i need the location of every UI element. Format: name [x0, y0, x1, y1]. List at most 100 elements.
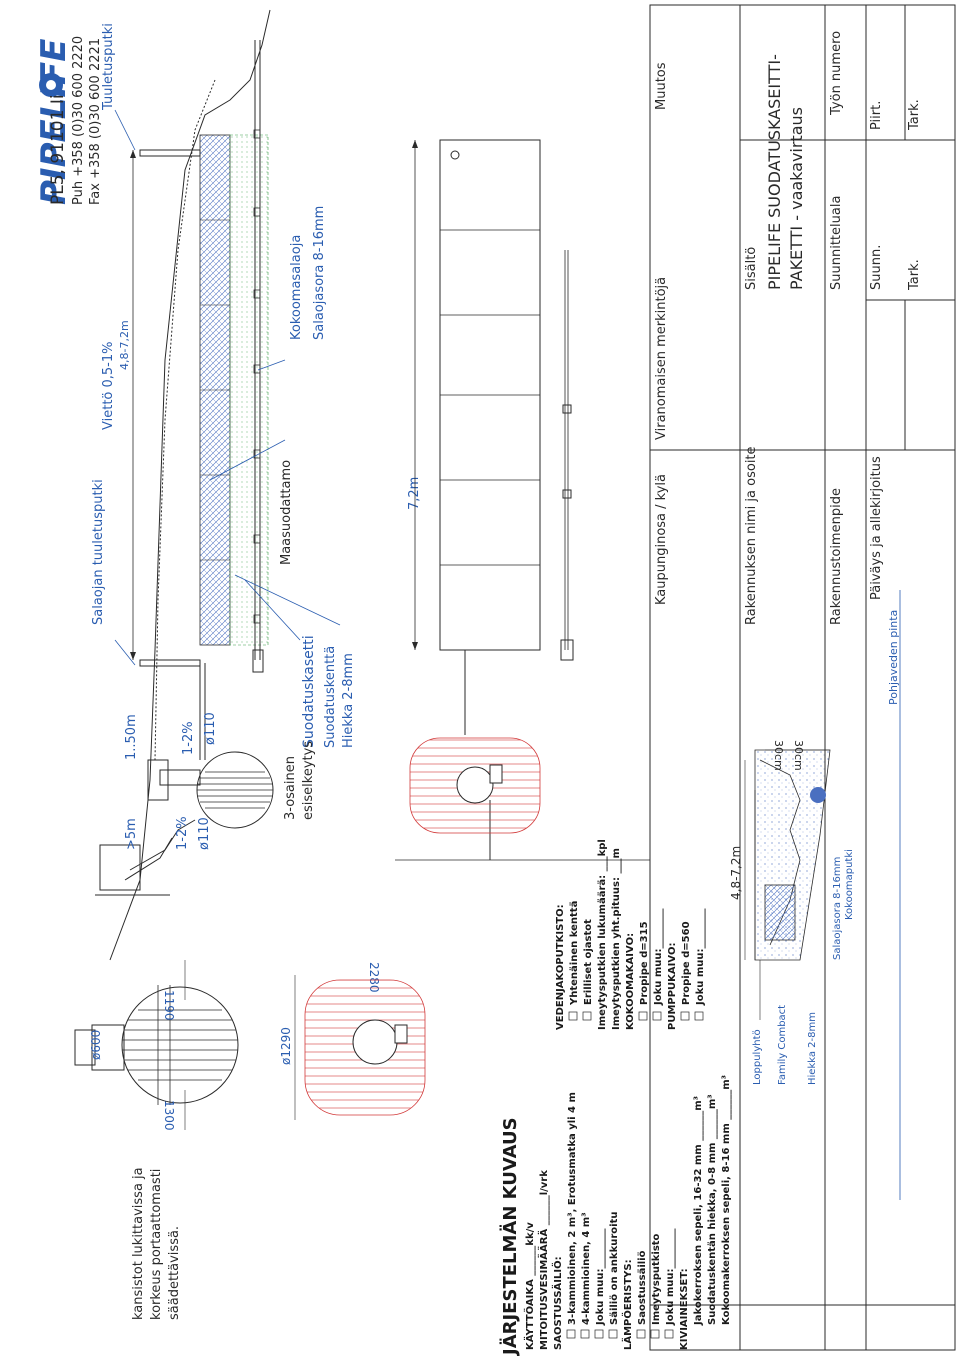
- sys-line-9: Imeytysputkisto: [651, 1233, 662, 1325]
- sys-line-13: Suodatuskentän hiekka, 0-8 mm ______m³: [707, 1094, 718, 1325]
- dist-line-6: Propipe d=315: [639, 921, 650, 1005]
- tb-muutos: Muutos: [654, 62, 669, 110]
- sys-line-14: Kokoomakerroksen sepeli, 8-16 mm ______m…: [721, 1075, 732, 1325]
- sys-line-0: KÄYTTÖAIKA ______kk/v: [522, 1222, 536, 1350]
- checkbox-anchored[interactable]: [608, 1329, 618, 1339]
- dist-line-8: PUMPPUKAIVO:: [667, 943, 678, 1030]
- sand-layer: [229, 134, 269, 646]
- section-gravel: Salaojasora 8-16mm: [832, 857, 843, 960]
- checkbox-propipe-315[interactable]: [638, 1011, 648, 1021]
- company-block: PIPELIFE PL5, 91101 Ii Puh +358 (0)30 60…: [31, 36, 103, 205]
- checkbox-unified-field[interactable]: [568, 1011, 578, 1021]
- checkbox-4-chamber[interactable]: [580, 1329, 590, 1339]
- checkbox-collector-other[interactable]: [652, 1011, 662, 1021]
- dim-d600: ø600: [89, 1030, 103, 1060]
- sys-line-4: 4-kammioinen, 4 m³: [581, 1212, 592, 1325]
- label-slope-2: 1-2%: [175, 816, 190, 850]
- checkbox-3-chamber[interactable]: [566, 1329, 576, 1339]
- note-lock-2: korkeus portaattomasti: [149, 1169, 164, 1320]
- section-cassette: [764, 884, 796, 941]
- checkbox-insul-other[interactable]: [664, 1329, 674, 1339]
- tb-paivays: Päiväys ja allekirjoitus: [869, 456, 884, 600]
- section-d30a: 30cm: [772, 740, 785, 771]
- company-fax: Fax +358 (0)30 600 2221: [88, 38, 103, 205]
- label-soil-cover: Maasuodattamo: [279, 460, 294, 565]
- label-dist-72: 7,2m: [407, 477, 422, 510]
- label-vent-pipe: Tuuletusputki: [101, 23, 116, 111]
- label-length-top: 4,8-7,2m: [118, 320, 131, 370]
- dist-line-1: Yhtenäinen kenttä: [569, 901, 580, 1006]
- label-slope-1: 1-2%: [181, 721, 196, 755]
- section-collector: Kokoomaputki: [844, 849, 855, 920]
- sys-line-5: Joku muu:________: [595, 1229, 606, 1327]
- section-family: Family Combact: [777, 1005, 788, 1085]
- tb-tyon-numero: Työn numero: [829, 31, 844, 116]
- section-sand: Hiekka 2-8mm: [807, 1012, 818, 1085]
- tb-viranomainen: Viranomaisen merkintöjä: [654, 277, 669, 440]
- checkbox-insul-pipes[interactable]: [650, 1329, 660, 1339]
- label-gravel: Salaojasora 8-16mm: [312, 206, 327, 340]
- label-pipe-110-a: ø110: [203, 712, 218, 745]
- checkbox-separate-trenches[interactable]: [582, 1011, 592, 1021]
- company-phone: Puh +358 (0)30 600 2220: [71, 36, 86, 205]
- checkbox-insul-tank[interactable]: [636, 1329, 646, 1339]
- tb-suunnitteluala: Suunnitteluala: [829, 196, 844, 290]
- septic-tank-profile: [95, 751, 274, 896]
- dim-d1290: ø1290: [279, 1027, 293, 1065]
- label-slope: Viettö 0,5-1%: [101, 342, 116, 431]
- tb-tark-2: Tark.: [907, 99, 922, 131]
- dist-line-10: Joku muu:________: [695, 909, 706, 1007]
- plan-view: [395, 139, 650, 861]
- logo-text: PIPELIFE: [34, 39, 74, 205]
- tb-title-2: PAKETTI - vaakavirtaus: [787, 107, 806, 290]
- note-lock-3: säädettävissä.: [167, 1226, 182, 1320]
- dist-line-9: Propipe d=560: [681, 921, 692, 1005]
- profile-view: [95, 9, 341, 961]
- dist-line-5: KOKOOMAKAIVO:: [625, 933, 636, 1030]
- dist-line-7: Joku muu:________: [653, 909, 664, 1007]
- sys-line-8: Saostussäiliö: [637, 1250, 648, 1325]
- label-collector: Kokoomasalaoja: [289, 235, 304, 340]
- label-filter-cassette: Suodatuskasetti: [301, 635, 317, 748]
- tb-rakennustoimenpide: Rakennustoimenpide: [829, 488, 844, 625]
- tb-rakennuksen: Rakennuksen nimi ja osoite: [744, 446, 759, 625]
- checkbox-other-tank[interactable]: [594, 1329, 604, 1339]
- tb-tark-1: Tark.: [907, 259, 922, 291]
- dist-line-0: VEDENJAKOPUTKISTO:: [555, 904, 566, 1030]
- sys-line-2: SAOSTUSSÄILIÖ:: [550, 1256, 564, 1350]
- cross-section: [744, 590, 901, 1200]
- label-sand: Hiekka 2-8mm: [341, 653, 356, 748]
- sys-line-12: Jakokerroksen sepeli, 16-32 mm ______m³: [693, 1096, 704, 1326]
- section-d30b: 30cm: [792, 740, 805, 771]
- sys-line-3: 3-kammioinen, 2 m³, Erotusmatka yli 4 m: [567, 1092, 578, 1325]
- company-address: PL5, 91101 Ii: [48, 94, 68, 205]
- system-title: JÄRJESTELMÄN KUVAUS: [499, 1117, 521, 1357]
- tb-piirt: Piirt.: [869, 101, 884, 130]
- label-pre-sep-2: esiselkeytys: [301, 741, 316, 820]
- note-lock-1: kansistot lukittavissa ja: [131, 1167, 146, 1320]
- tb-suunn: Suunn.: [869, 245, 884, 290]
- sys-line-11: KIVIAINEKSET:: [679, 1268, 690, 1350]
- tb-title-1: PIPELIFE SUODATUSKASEITTI-: [765, 54, 784, 290]
- tb-kaupunginosa: Kaupunginosa / kylä: [654, 474, 669, 605]
- label-filter-field: Suodatuskenttä: [323, 646, 338, 748]
- dist-line-2: Erilliset ojastot: [583, 919, 594, 1005]
- label-dist-5: >5m: [124, 818, 139, 850]
- tank-side-detail: [74, 960, 239, 1130]
- dim-1300: 1300: [162, 1100, 176, 1131]
- checkbox-propipe-560[interactable]: [680, 1011, 690, 1021]
- tank-plan-detail: [294, 975, 426, 1120]
- sys-line-10: Joku muu:________: [665, 1229, 676, 1327]
- title-block: [649, 4, 956, 1351]
- label-drain-vent: Salaojan tuuletusputki: [91, 479, 106, 625]
- dist-line-3: Imeytysputkien lukumäärä: ___kpl: [597, 839, 608, 1030]
- tb-sisalto: Sisältö: [744, 247, 759, 290]
- checkbox-pump-other[interactable]: [694, 1011, 704, 1021]
- pipelife-logo: PIPELIFE: [31, 39, 74, 205]
- dim-1190: 1190: [162, 990, 176, 1021]
- label-pre-sep: 3-osainen: [283, 756, 298, 820]
- label-dim-150: 1..50m: [124, 714, 139, 760]
- sys-line-1: MITOITUSVESIMÄÄRÄ ______l/vrk: [536, 1170, 550, 1350]
